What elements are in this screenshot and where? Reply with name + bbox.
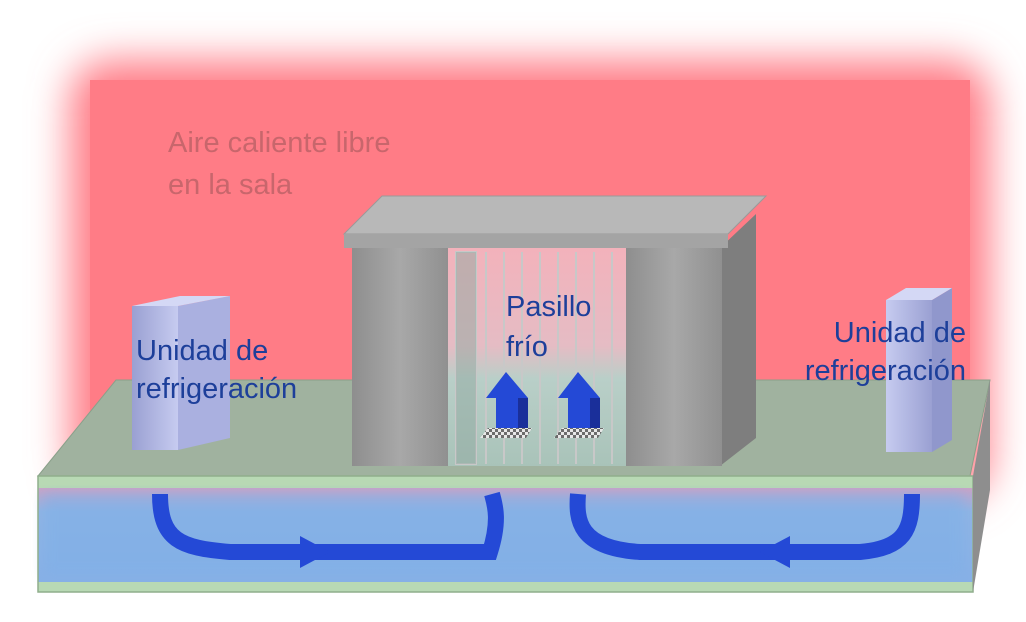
hot-air-label-line1: Aire caliente libre xyxy=(168,127,390,159)
cold-aisle-label-line2: frío xyxy=(506,331,548,363)
perforated-tile-right xyxy=(554,428,604,438)
raised-floor-slab xyxy=(37,380,990,593)
right-cooling-unit-label-line2: refrigeración xyxy=(805,355,966,387)
left-cooling-unit-label-line1: Unidad de xyxy=(136,335,268,367)
cold-aisle-label-line1: Pasillo xyxy=(506,291,591,323)
underfloor-airflow-right-arrow xyxy=(569,493,920,568)
underfloor-airflow-left-arrow xyxy=(152,491,504,568)
cold-air-up-arrow-right xyxy=(558,372,600,428)
left-cooling-unit-label-line2: refrigeración xyxy=(136,373,297,405)
hot-air-label-line2: en la sala xyxy=(168,169,293,201)
right-cooling-unit-label-line1: Unidad de xyxy=(834,317,966,349)
rack-enclosure xyxy=(342,195,768,466)
right-cooling-unit xyxy=(886,288,952,452)
perforated-tile-left xyxy=(480,428,532,438)
left-cooling-unit xyxy=(132,296,230,450)
cold-air-up-arrow-left xyxy=(486,372,528,428)
